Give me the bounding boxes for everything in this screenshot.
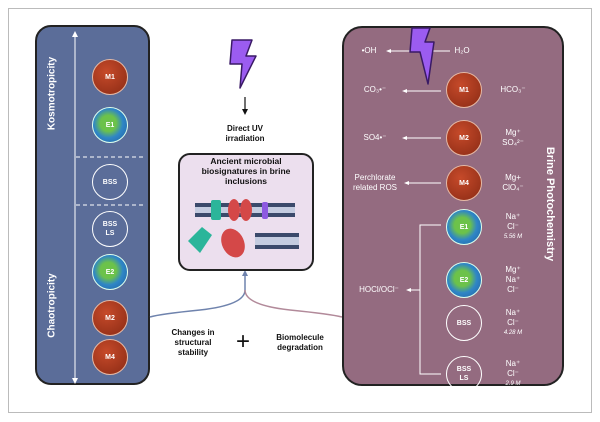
left-item-m4: M4 [92, 339, 128, 375]
ion-label: Na⁺ [505, 308, 521, 317]
planet-label: BSS LS [102, 221, 118, 237]
hocl-label: HOCl/OCl⁻ [359, 285, 399, 294]
ion-composition: Na⁺Cl⁻ 4.28 M [496, 308, 530, 338]
ion-label: Cl⁻ [507, 222, 519, 231]
left-item-m2: M2 [92, 300, 128, 336]
concentration-label: 5.56 M [503, 234, 523, 240]
ion-composition: Na⁺Cl⁻ 2.9 M [496, 359, 530, 389]
planet-label: E1 [105, 121, 115, 129]
planet-label: BSS LS [456, 366, 472, 382]
planet-label: E2 [105, 268, 115, 276]
ion-label: SO₄²⁻ [502, 138, 524, 147]
ion-label: Mg+ [505, 173, 521, 182]
ion-composition: Na⁺Cl⁻ 5.56 M [496, 212, 530, 242]
biosignature-title: Ancient microbial biosignatures in brine… [201, 156, 291, 186]
left-item-bss: BSS [92, 164, 128, 200]
left-item-e1: E1 [92, 107, 128, 143]
left-item-bss-ls: BSS LS [92, 211, 128, 247]
uv-bolt-icon [409, 27, 435, 85]
ion-label: Na⁺ [505, 275, 521, 284]
right-item-e2: E2 [446, 262, 482, 298]
protein-teal-icon [188, 227, 212, 253]
protein-teal-icon [211, 200, 221, 220]
ion-label: Na⁺ [505, 359, 521, 368]
hydroxyl-radical-label: •OH [361, 46, 377, 55]
ion-label: ClO₄⁻ [502, 183, 524, 192]
planet-label: E2 [459, 276, 469, 284]
ion-label: Cl⁻ [507, 369, 519, 378]
concentration-label: 2.9 M [505, 381, 521, 387]
ion-composition: Mg⁺Na⁺Cl⁻ [496, 265, 530, 295]
ion-composition: HCO₃⁻ [496, 85, 530, 95]
protein-red-icon [221, 228, 245, 258]
protein-purple-icon [262, 202, 268, 219]
protein-red-icon [228, 199, 240, 221]
right-item-bss-ls: BSS LS [446, 356, 482, 392]
planet-label: E1 [459, 223, 469, 231]
brine-photochemistry-title: Brine Photochemistry [544, 146, 556, 262]
water-label: H₂O [454, 46, 470, 55]
photoproduct-label: SO4•⁻ [363, 133, 387, 142]
membrane-icon [255, 233, 299, 249]
right-item-bss: BSS [446, 305, 482, 341]
left-item-e2: E2 [92, 254, 128, 290]
protein-red-icon [240, 199, 252, 221]
ion-composition: Mg⁺SO₄²⁻ [496, 128, 530, 148]
left-item-m1: M1 [92, 59, 128, 95]
right-effect-label: Biomolecule degradation [276, 333, 324, 352]
ion-label: Na⁺ [505, 212, 521, 221]
left-effect-label: Changes in structural stability [171, 328, 215, 357]
right-item-m4: M4 [446, 165, 482, 201]
photoproduct-label: CO₃•⁻ [363, 85, 387, 94]
ion-composition: Mg+ClO₄⁻ [496, 173, 530, 193]
planet-label: M4 [105, 353, 115, 361]
photoproduct-label: Perchlorate related ROS [352, 173, 398, 192]
concentration-label: 4.28 M [503, 330, 523, 336]
ion-label: Cl⁻ [507, 285, 519, 294]
uv-label: Direct UV irradiation [225, 124, 265, 143]
planet-label: M2 [459, 134, 469, 142]
ion-label: Cl⁻ [507, 318, 519, 327]
ion-label: HCO₃⁻ [500, 85, 526, 94]
planet-label: BSS [456, 319, 472, 327]
planet-label: BSS [102, 178, 118, 186]
frame [8, 8, 592, 413]
planet-label: M1 [105, 73, 115, 81]
ion-label: Mg⁺ [505, 265, 521, 274]
right-item-e1: E1 [446, 209, 482, 245]
right-item-m1: M1 [446, 72, 482, 108]
right-item-m2: M2 [446, 120, 482, 156]
uv-bolt-icon [229, 39, 257, 89]
planet-label: M1 [459, 86, 469, 94]
planet-label: M2 [105, 314, 115, 322]
ion-label: Mg⁺ [505, 128, 521, 137]
plus-sign: + [235, 328, 250, 355]
biomolecule-illustration [188, 199, 299, 258]
planet-label: M4 [459, 179, 469, 187]
